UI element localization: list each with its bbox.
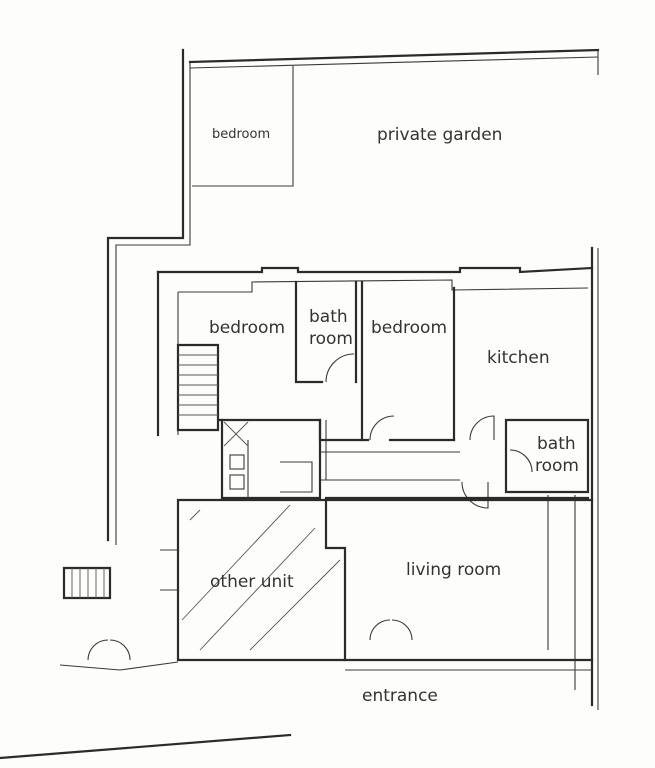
living-room-outline [324,498,594,671]
door-swings [325,353,533,509]
bathroom-upper-label-line2: room [309,329,353,349]
staircase [176,343,220,432]
bathroom-right-label-line2: room [535,456,579,476]
entrance-doors [87,619,413,661]
living-room-label: living room [406,560,502,580]
bedroom-middle-label: bedroom [371,318,448,338]
bedroom-top-label: bedroom [212,127,271,142]
entrance-label: entrance [362,686,438,706]
right-exterior-wall [547,246,599,710]
other-unit-label: other unit [210,572,294,592]
top-bedroom-outline [192,66,294,187]
bathroom-right-label-line1: bath [537,434,576,454]
private-garden-label: private garden [377,125,503,145]
small-steps [62,566,112,600]
bathroom-upper-label-line1: bath [309,307,348,327]
right-bathroom-outline [504,418,590,494]
service-core [220,418,322,500]
ground-line [0,661,292,760]
garden-boundary [106,48,600,545]
hallway [320,451,590,500]
kitchen-label: kitchen [487,348,550,368]
bedroom-left-label: bedroom [209,318,286,338]
